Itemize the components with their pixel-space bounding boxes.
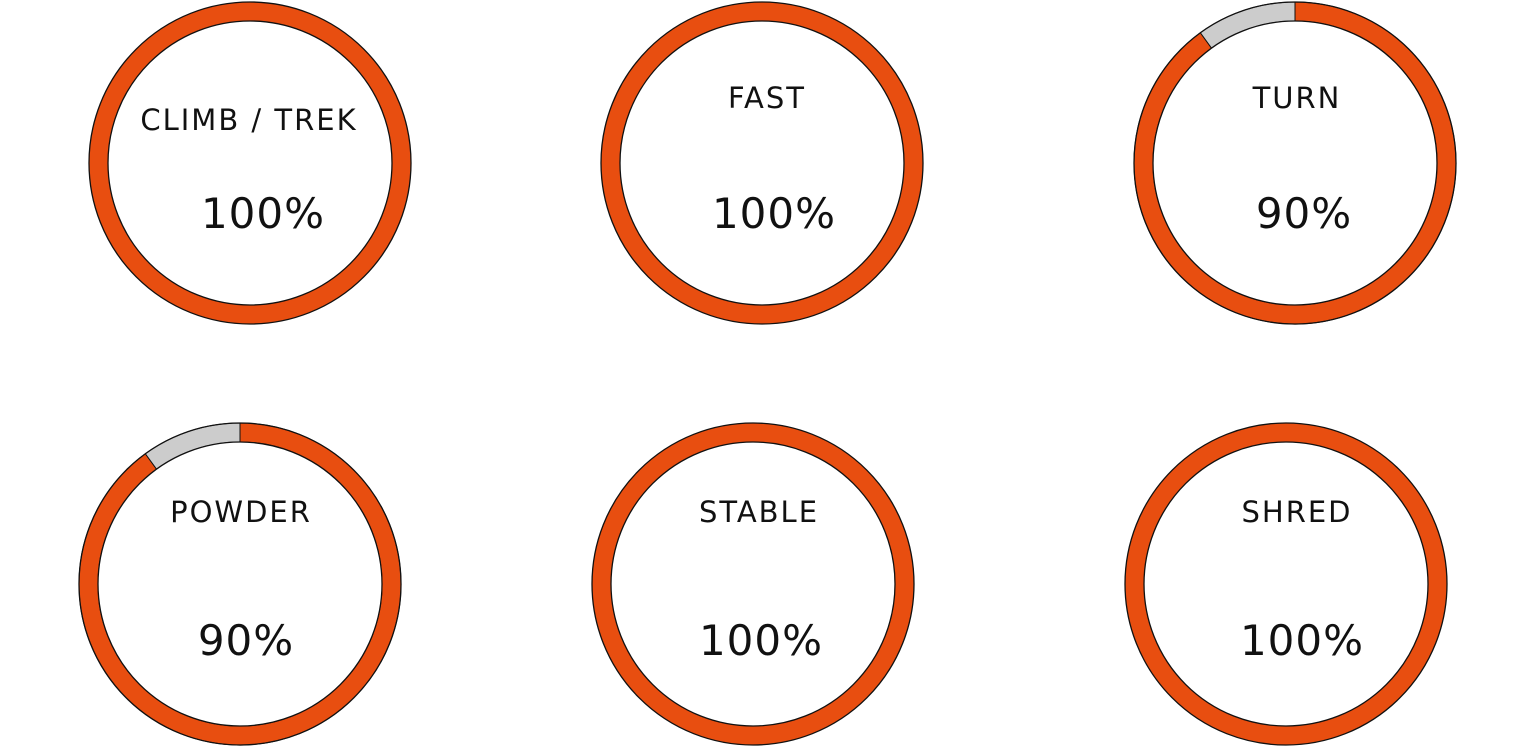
gauge-inner-disc [1143,441,1429,727]
gauge-value-label: 90% [1256,189,1352,238]
gauge-outer-outline [600,1,924,325]
gauge-value-label: 100% [712,189,836,238]
gauge-inner-disc [97,441,383,727]
gauge-turn: TURN 90% [1133,1,1457,325]
gauge-label: SHRED [1241,495,1352,529]
gauge-value-label: 90% [198,616,294,665]
gauge-outer-outline [1133,1,1457,325]
gauge-label: TURN [1252,81,1342,115]
gauge-fill-arc [1125,423,1447,745]
gauge-outer-outline [78,422,402,746]
gauge-fast: FAST 100% [600,1,924,325]
gauge-label: POWDER [170,495,312,529]
gauge-outer-outline [1124,422,1448,746]
gauge-shred: SHRED 100% [1124,422,1448,746]
gauge-outer-outline [591,422,915,746]
gauge-inner-disc [1152,20,1438,306]
gauge-value-label: 100% [699,616,823,665]
gauge-climb-trek: CLIMB / TREK 100% [88,1,412,325]
gauge-label: CLIMB / TREK [140,103,357,137]
gauge-fill-arc [601,2,923,324]
gauge-powder: POWDER 90% [78,422,402,746]
gauge-fill-arc [592,423,914,745]
gauge-outer-outline [88,1,412,325]
gauge-stable: STABLE 100% [591,422,915,746]
gauge-value-label: 100% [201,189,325,238]
gauge-label: FAST [728,81,806,115]
gauge-inner-disc [107,20,393,306]
gauge-value-label: 100% [1240,616,1364,665]
gauge-inner-disc [610,441,896,727]
gauge-fill-arc [89,2,411,324]
gauge-inner-disc [619,20,905,306]
gauge-label: STABLE [699,495,819,529]
